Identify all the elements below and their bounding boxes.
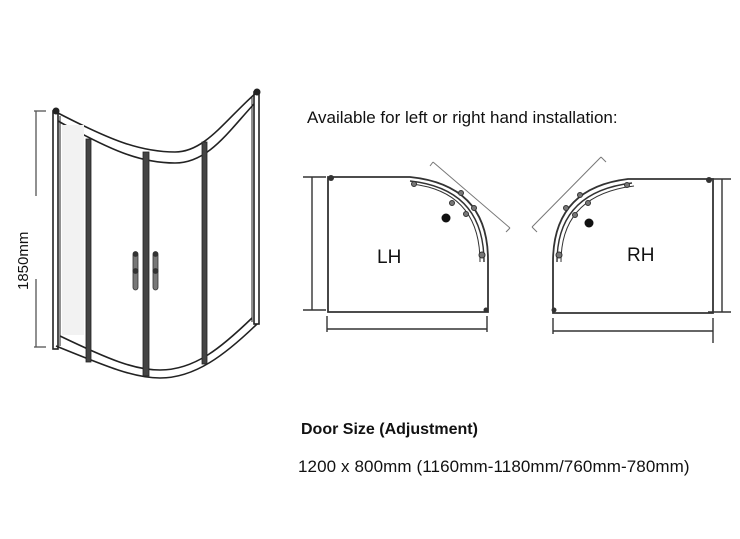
bottom-rail [55,317,258,379]
lh-plan-label: LH [377,247,402,268]
waste-icon [584,218,594,228]
door-size-spec: 1200 x 800mm (1160mm-1180mm/760mm-780mm) [298,457,690,476]
rh-plan-label: RH [627,245,655,266]
waste-icon [441,213,451,223]
glass-panel-shade [62,125,84,335]
door-handles [132,251,159,291]
top-rail [55,91,258,164]
door-size-heading: Door Size (Adjustment) [301,421,478,438]
door-frame-bars [85,138,208,377]
height-dimension-line [34,110,46,348]
installation-heading: Available for left or right hand install… [307,108,618,127]
